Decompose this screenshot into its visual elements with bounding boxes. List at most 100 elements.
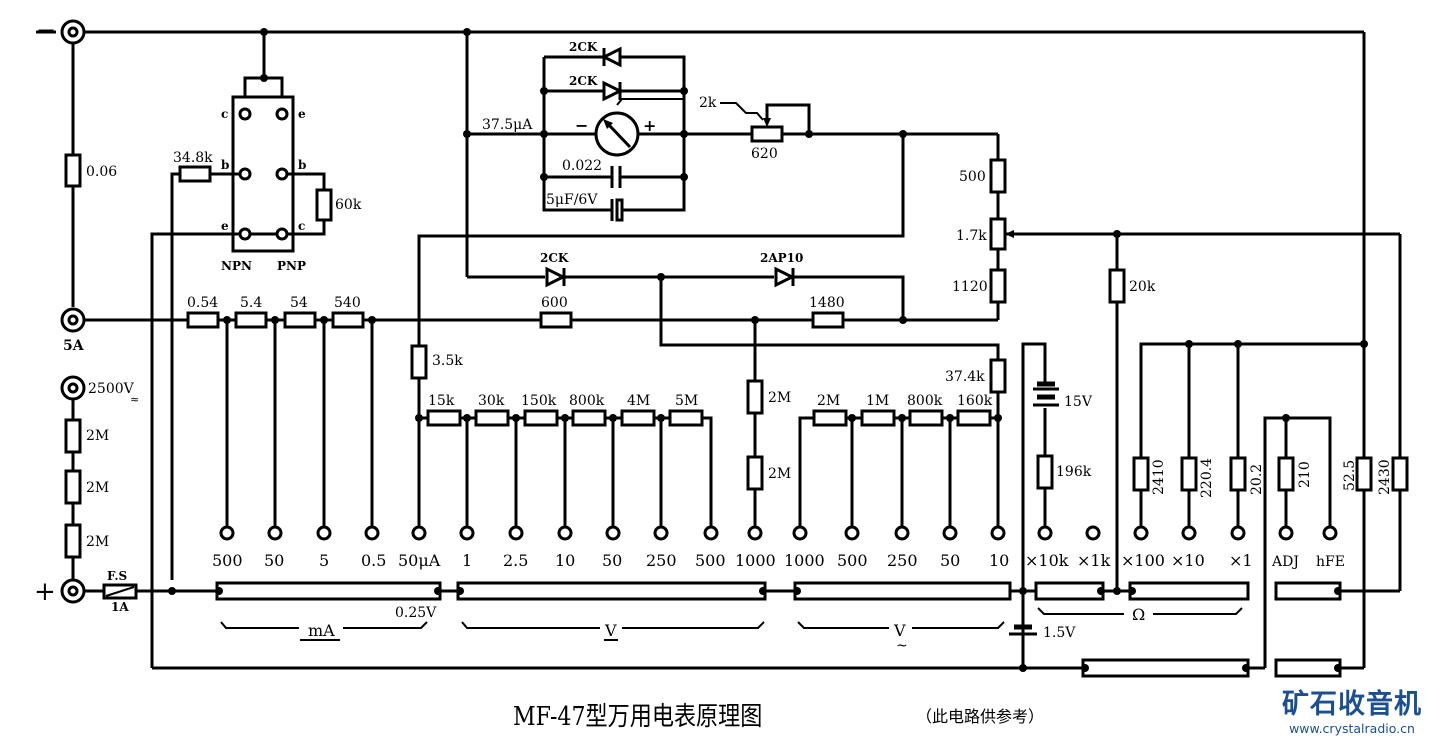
component-label: 150k <box>521 393 557 409</box>
diagram-subtitle: （此电路供参考） <box>916 707 1045 726</box>
plus-label: + <box>34 577 56 607</box>
capacitor-0.022 <box>610 166 622 188</box>
component-label: 37.4k <box>945 369 985 385</box>
component-label: 800k <box>907 393 943 409</box>
resistor-52.5 <box>1355 456 1373 492</box>
jack-2500v-label: 2500V <box>88 381 135 397</box>
component-label: 2CK <box>569 40 598 54</box>
component-label: PNP <box>277 259 306 273</box>
resistor-2M-b <box>746 455 764 491</box>
component-label: F.S <box>107 569 127 583</box>
component-label: 2M <box>86 534 109 550</box>
resistor-34.8k <box>178 165 212 183</box>
component-label: hFE <box>1316 554 1345 570</box>
component-label: ×1 <box>1229 551 1253 570</box>
resistor-acv-2M <box>812 409 848 427</box>
component-label: c <box>221 107 228 121</box>
switch-bar-dcv <box>456 581 767 601</box>
component-label: 500 <box>837 551 868 570</box>
component-label: 2M <box>86 480 109 496</box>
resistor-500 <box>989 158 1007 194</box>
component-label: ADJ <box>1271 554 1299 570</box>
resistor-20k <box>1108 268 1126 304</box>
junction-dots <box>168 28 1368 672</box>
logo-name: 矿石收音机 <box>1282 689 1422 720</box>
component-label: ×10 <box>1171 551 1205 570</box>
component-label: 160k <box>957 393 993 409</box>
component-label: 2CK <box>569 74 598 88</box>
logo-url[interactable]: www.crystalradio.cn <box>1289 721 1415 736</box>
diagram-title: MF-47型万用电表原理图 <box>513 702 763 732</box>
component-label: V <box>893 621 906 640</box>
range-labels: 500 50 5 0.5 50μA 1 2.5 10 50 250 500 10… <box>212 551 1345 654</box>
component-label: V <box>604 621 617 640</box>
component-label: 0.022 <box>562 158 602 174</box>
component-label: ×10k <box>1025 551 1069 570</box>
component-label: 20k <box>1129 279 1156 295</box>
component-label: 500 <box>212 551 243 570</box>
component-label: 2CK <box>540 251 569 265</box>
switch-bar-ohm-left <box>1034 581 1105 601</box>
resistor-210 <box>1277 456 1295 492</box>
resistor-30k <box>474 409 510 427</box>
resistor-hv-2M-1 <box>64 418 82 454</box>
jack-5a <box>60 307 86 333</box>
component-label: 0.5 <box>361 551 386 570</box>
component-label: 50 <box>602 551 622 570</box>
meter-icon <box>594 111 640 157</box>
component-label: e <box>221 219 229 233</box>
component-label: 1000 <box>784 551 825 570</box>
diode-2ck-ac <box>545 266 567 288</box>
site-logo[interactable]: 矿石收音机 www.crystalradio.cn <box>1272 690 1432 738</box>
component-label: 10 <box>555 551 575 570</box>
resistor-60k <box>315 188 333 222</box>
component-label: b <box>298 158 306 172</box>
component-label: c <box>298 219 305 233</box>
component-label: 2430 <box>1377 459 1393 495</box>
resistor-1120 <box>989 268 1007 304</box>
component-label: 2.5 <box>503 551 528 570</box>
component-label: 4M <box>627 393 650 409</box>
component-label: mA <box>308 621 335 640</box>
resistor-2430 <box>1391 456 1409 492</box>
resistor-2410 <box>1132 456 1150 492</box>
component-label: 50 <box>940 551 960 570</box>
component-label: 1A <box>111 600 129 614</box>
pot-wiper-arrow-icon <box>763 118 771 127</box>
component-label: 52.5 <box>1342 460 1358 491</box>
jack-plus <box>60 578 86 604</box>
component-label: ~ <box>896 638 908 654</box>
ac-mark-label: ≈ <box>130 393 139 406</box>
resistor-5M <box>668 409 704 427</box>
component-label: Ω <box>1132 605 1145 624</box>
component-label: 1 <box>462 551 472 570</box>
range-contacts <box>219 525 1338 541</box>
component-label: 5M <box>675 393 698 409</box>
capacitor-5uf <box>610 198 624 222</box>
component-label: 500 <box>959 169 986 185</box>
resistor-hv-2M-2 <box>64 469 82 505</box>
component-label: 196k <box>1056 464 1092 480</box>
component-label: 37.5μA <box>482 117 533 133</box>
resistor-5.4 <box>234 311 268 329</box>
resistor-4M <box>620 409 656 427</box>
component-label: 2M <box>768 466 791 482</box>
resistor-800k <box>571 409 607 427</box>
component-label: 620 <box>751 146 778 162</box>
resistor-0.54 <box>186 311 220 329</box>
component-label: 1.5V <box>1043 625 1076 641</box>
component-label: 60k <box>335 197 362 213</box>
component-label: 2k <box>699 95 717 111</box>
resistor-20.2 <box>1229 456 1247 492</box>
component-label: 15V <box>1064 394 1093 410</box>
switch-bar-ma <box>215 581 442 601</box>
resistor-hv-2M-3 <box>64 523 82 559</box>
component-label: 2M <box>817 393 840 409</box>
component-label: ×1k <box>1077 551 1111 570</box>
component-label: 50 <box>264 551 284 570</box>
component-label: 250 <box>887 551 918 570</box>
resistor-150k <box>523 409 559 427</box>
resistor-1.7k-pot <box>989 217 1007 251</box>
component-label: 250 <box>646 551 677 570</box>
